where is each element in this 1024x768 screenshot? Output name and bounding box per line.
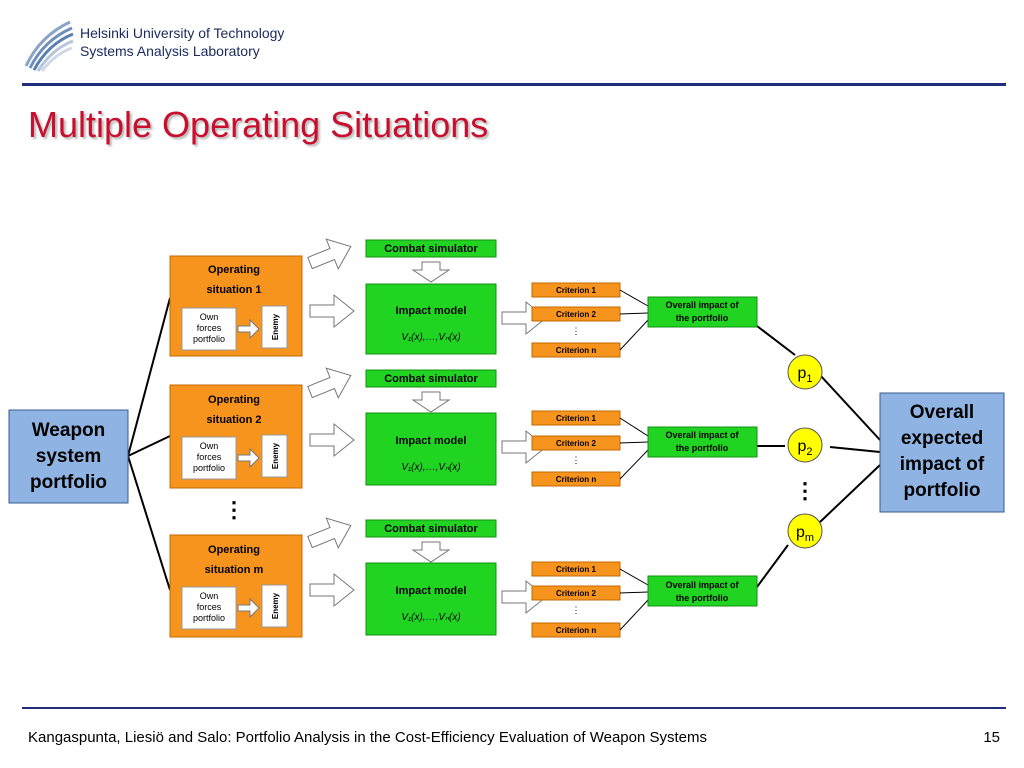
p2-base: p [797,438,806,455]
combat-simulator-label: Combat simulator [384,243,478,255]
criterion-2-label: Criterion 2 [556,310,597,319]
output-connectors [756,325,881,588]
p1-sub: 1 [806,373,812,385]
page-number: 15 [983,729,1000,746]
enemy-label: Enemy [271,592,280,619]
overall-impact-line-2: the portfolio [676,593,729,603]
criteria-ellipsis: ⋮ [572,605,581,615]
own-forces-line-1: Own [200,441,219,451]
overall-impact-line-1: Overall impact of [665,300,739,310]
probabilities-ellipsis: ⋮ [794,478,816,503]
situation-row-2: Operating situation 2 Own forces portfol… [169,360,758,489]
output-line-4: portfolio [903,480,980,501]
own-forces-line-1: Own [200,312,219,322]
university-logo [24,20,74,72]
impact-model-label: Impact model [396,305,467,317]
own-forces-line-3: portfolio [193,334,225,344]
own-forces-line-3: portfolio [193,463,225,473]
situation-row-m: Operating situation m Own forces portfol… [169,510,758,638]
operating-situation-label: situation 2 [206,414,261,426]
operating-situation-title: Operating [208,544,260,556]
p1-base: p [797,365,806,382]
own-forces-line-2: forces [197,323,222,333]
institution-line-1: Helsinki University of Technology [80,25,285,41]
probability-p2: p2 [787,427,823,463]
impact-formula: V₁(x),…,Vₙ(x) [401,612,460,623]
criterion-1-label: Criterion 1 [556,414,597,423]
slide-title: Multiple Operating Situations [28,104,489,145]
operating-situation-title: Operating [208,394,260,406]
footer-citation: Kangaspunta, Liesiö and Salo: Portfolio … [28,729,707,746]
own-forces-line-2: forces [197,602,222,612]
institution-line-2: Systems Analysis Laboratory [80,43,260,59]
input-connectors [127,297,171,591]
criterion-n-label: Criterion n [556,626,597,635]
situations-ellipsis: ⋮ [223,497,245,522]
combat-simulator-label: Combat simulator [384,523,478,535]
operating-situation-label: situation m [205,564,264,576]
input-line-1: Weapon [32,420,106,441]
header-rule [22,83,1006,86]
overall-impact-line-2: the portfolio [676,313,729,323]
svg-text:pm: pm [796,524,814,544]
impact-formula: V₁(x),…,Vₙ(x) [401,332,460,343]
pm-base: p [796,524,805,541]
overall-impact-line-2: the portfolio [676,443,729,453]
input-line-3: portfolio [30,472,107,493]
impact-model-label: Impact model [396,435,467,447]
combat-simulator-label: Combat simulator [384,373,478,385]
output-line-2: expected [901,428,983,449]
situation-row-1: Operating situation 1 Own forces portfol… [169,231,758,358]
criteria-ellipsis: ⋮ [572,455,581,465]
own-forces-line-1: Own [200,591,219,601]
probability-p1: p1 [787,354,823,390]
criterion-n-label: Criterion n [556,475,597,484]
enemy-label: Enemy [271,313,280,340]
criterion-2-label: Criterion 2 [556,589,597,598]
operating-situation-label: situation 1 [206,284,261,296]
impact-model-label: Impact model [396,585,467,597]
svg-text:p1: p1 [797,365,812,385]
overall-impact-line-1: Overall impact of [665,430,739,440]
weapon-system-portfolio-box: Weapon system portfolio [8,409,129,504]
output-line-3: impact of [900,454,985,475]
criterion-n-label: Criterion n [556,346,597,355]
input-line-2: system [36,446,102,467]
p2-sub: 2 [806,446,812,458]
own-forces-line-2: forces [197,452,222,462]
own-forces-line-3: portfolio [193,613,225,623]
operating-situation-title: Operating [208,264,260,276]
overall-impact-line-1: Overall impact of [665,580,739,590]
criterion-1-label: Criterion 1 [556,286,597,295]
criteria-ellipsis: ⋮ [572,326,581,336]
criterion-1-label: Criterion 1 [556,565,597,574]
criterion-2-label: Criterion 2 [556,439,597,448]
enemy-label: Enemy [271,442,280,469]
footer-rule [22,707,1006,709]
overall-expected-impact-box: Overall expected impact of portfolio [879,392,1005,513]
output-line-1: Overall [910,402,974,423]
svg-text:p2: p2 [797,438,812,458]
institution-name: Helsinki University of Technology System… [80,24,284,60]
impact-formula: V₁(x),…,Vₙ(x) [401,462,460,473]
probability-pm: pm [787,513,823,549]
pm-sub: m [805,532,814,544]
